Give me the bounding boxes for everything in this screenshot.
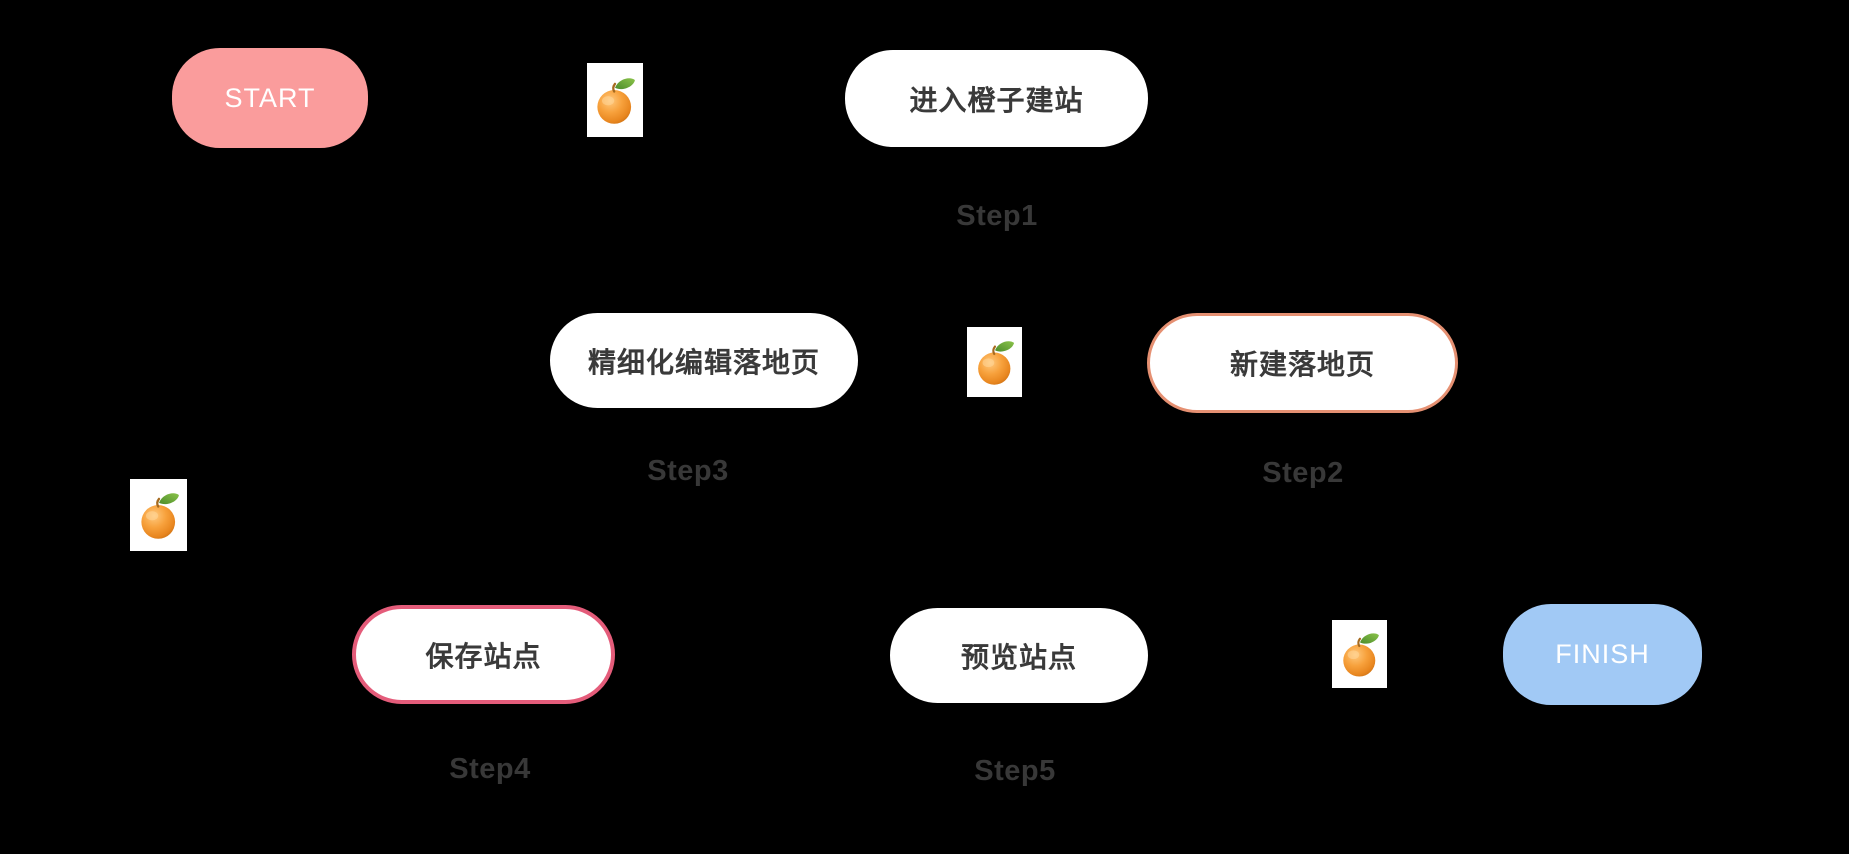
step2-button[interactable]: 新建落地页 <box>1147 313 1458 413</box>
step3-button[interactable]: 精细化编辑落地页 <box>550 313 858 408</box>
step1-button[interactable]: 进入橙子建站 <box>845 50 1148 147</box>
orange-emoji-icon <box>967 327 1022 397</box>
orange-emoji-icon <box>587 63 643 137</box>
step4-button[interactable]: 保存站点 <box>352 605 615 704</box>
step2-label: Step2 <box>1262 456 1344 489</box>
step4-label: Step4 <box>449 752 531 785</box>
orange-emoji-icon <box>1332 620 1387 688</box>
step5-label: Step5 <box>974 754 1056 787</box>
step3-label: Step3 <box>647 454 729 487</box>
start-node[interactable]: START <box>172 48 368 148</box>
step5-button[interactable]: 预览站点 <box>890 608 1148 703</box>
step1-label: Step1 <box>956 199 1038 232</box>
finish-node[interactable]: FINISH <box>1503 604 1702 705</box>
orange-emoji-icon <box>130 479 187 551</box>
